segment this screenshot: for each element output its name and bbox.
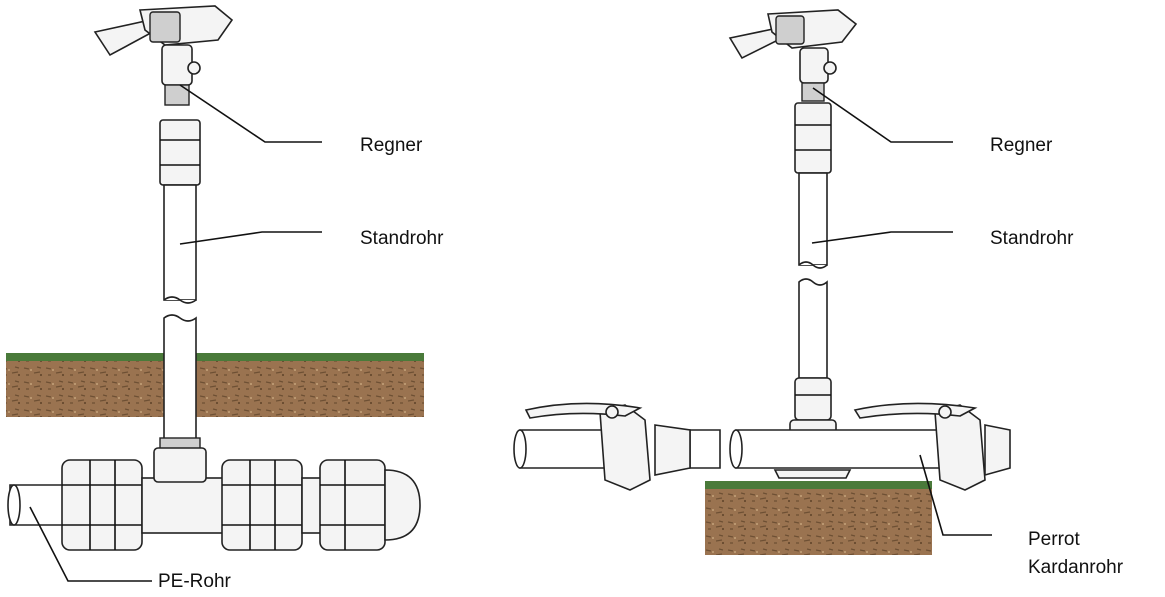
label-left-standrohr: Standrohr [360, 228, 444, 249]
label-left-regner: Regner [360, 135, 423, 156]
right-soil [705, 489, 932, 555]
right-callouts [811, 87, 992, 536]
left-regner-leader [179, 84, 322, 143]
label-right-regner: Regner [990, 135, 1053, 156]
left-callouts [29, 84, 322, 582]
right-coupler-lever-2 [853, 402, 978, 419]
label-right-standrohr: Standrohr [990, 228, 1074, 249]
right-ground [705, 481, 932, 555]
left-pe-pipe [7, 447, 421, 551]
left-pe-rohr-leader [29, 506, 152, 582]
left-standpipe [159, 119, 201, 451]
left-coupling-2 [221, 459, 303, 551]
left-sprinkler-icon [93, 5, 234, 106]
right-standrohr-leader [811, 231, 953, 244]
right-quick-coupler-1 [599, 404, 651, 491]
right-sprinkler-icon [728, 9, 858, 102]
label-left-pe-rohr: PE-Rohr [158, 571, 231, 592]
left-end-cap [384, 469, 421, 541]
left-soil [6, 361, 424, 417]
label-right-kardanrohr: Kardanrohr [1028, 557, 1124, 578]
left-standrohr-leader [179, 231, 322, 245]
right-standpipe [773, 102, 852, 479]
label-right-perrot: Perrot [1028, 529, 1080, 550]
right-coupler-lever-1 [524, 402, 643, 419]
left-coupling-3 [319, 459, 386, 551]
right-regner-leader [812, 87, 953, 143]
left-grass-strip [6, 353, 424, 361]
right-quick-coupler-2 [934, 404, 986, 491]
right-kardan-pipe [513, 402, 1011, 491]
right-perrot-leader [919, 454, 992, 536]
left-ground [6, 353, 424, 417]
left-coupling-1 [61, 459, 143, 551]
left-tee [141, 477, 225, 534]
right-grass-strip [705, 481, 932, 489]
